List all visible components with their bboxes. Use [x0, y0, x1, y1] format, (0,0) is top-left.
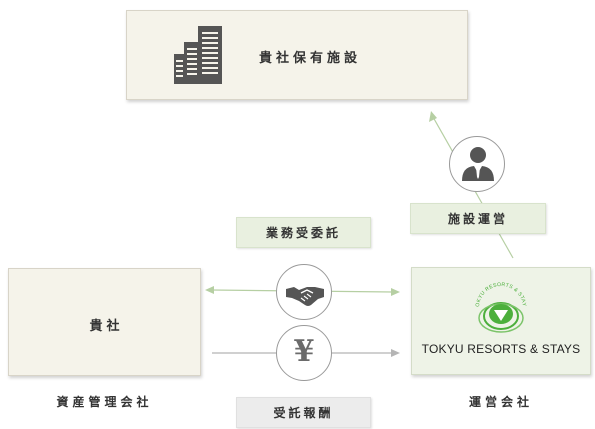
yen-glyph: ¥	[293, 334, 315, 369]
client-label: 貴社	[89, 319, 124, 334]
operating-company-caption: 運営会社	[468, 395, 533, 409]
brand-name: TOKYU RESORTS & STAYS	[421, 342, 581, 356]
handshake-icon	[276, 264, 332, 320]
fee-arrowhead	[391, 349, 400, 357]
tokyu-resorts-logo: TOKYU RESORTS & STAYS	[412, 278, 590, 342]
owner-facility-box: 貴社保有施設	[126, 10, 468, 100]
consignment-tag: 業務受委託	[236, 217, 371, 248]
yen-icon: ¥	[276, 325, 332, 381]
operation-arrowhead	[429, 111, 437, 122]
owner-facility-label: 貴社保有施設	[259, 51, 362, 66]
client-box: 貴社	[8, 268, 201, 376]
consignment-arrowhead-right	[391, 288, 400, 296]
fee-tag: 受託報酬	[236, 397, 371, 428]
building-icon	[174, 26, 222, 84]
person-icon	[449, 136, 505, 192]
operation-tag: 施設運営	[410, 203, 546, 234]
asset-company-caption: 資産管理会社	[56, 395, 153, 409]
operator-box: TOKYU RESORTS & STAYS TOKYU RESORTS & ST…	[411, 267, 591, 375]
consignment-arrowhead-left	[205, 286, 214, 294]
